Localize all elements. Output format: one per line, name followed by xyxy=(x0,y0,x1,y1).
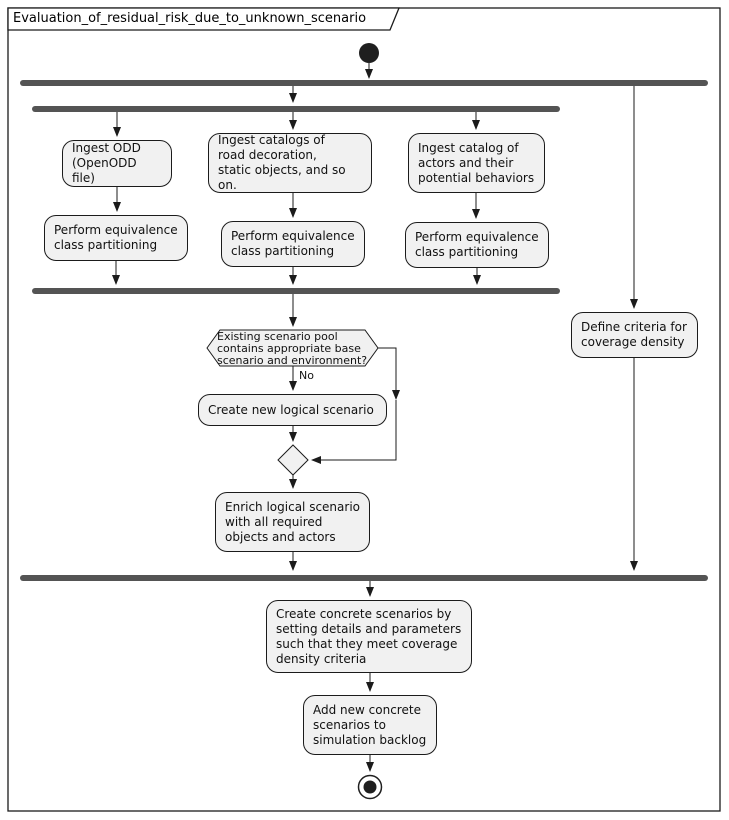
activity-perform-ecp-2: Perform equivalence class partitioning xyxy=(221,221,365,267)
activity-add-to-simulation-backlog: Add new concrete scenarios to simulation… xyxy=(303,695,437,755)
activity-create-concrete-scenarios: Create concrete scenarios by setting det… xyxy=(266,600,472,673)
activity-ingest-actors: Ingest catalog of actors and their poten… xyxy=(408,133,545,193)
join-bar-inner xyxy=(32,288,560,294)
connector-decision-bypass-down xyxy=(378,347,400,400)
final-node-dot xyxy=(363,780,377,794)
diagram-title: Evaluation_of_residual_risk_due_to_unkno… xyxy=(13,11,367,26)
connector-bypass-to-merge xyxy=(311,400,397,464)
connector-lines xyxy=(112,63,638,772)
decision-question-text: Existing scenario pool contains appropri… xyxy=(217,330,368,367)
activity-create-logical-scenario: Create new logical scenario xyxy=(198,394,387,426)
title-tab xyxy=(7,7,400,31)
activity-perform-ecp-3: Perform equivalence class partitioning xyxy=(405,222,549,268)
decision-hexagon xyxy=(206,329,379,367)
activity-enrich-logical-scenario: Enrich logical scenario with all require… xyxy=(215,492,370,552)
activity-ingest-odd: Ingest ODD (OpenODD file) xyxy=(62,140,172,187)
edge-label-no: No xyxy=(299,369,314,382)
activity-define-coverage-criteria: Define criteria for coverage density xyxy=(571,312,698,358)
merge-diamond xyxy=(277,444,309,476)
activity-ingest-catalogs: Ingest catalogs of road decoration, stat… xyxy=(208,133,372,193)
activity-perform-ecp-1: Perform equivalence class partitioning xyxy=(44,215,188,261)
fork-bar-top xyxy=(20,80,708,86)
initial-node xyxy=(359,43,379,63)
join-bar-bottom xyxy=(20,575,708,581)
fork-bar-inner xyxy=(32,106,560,112)
